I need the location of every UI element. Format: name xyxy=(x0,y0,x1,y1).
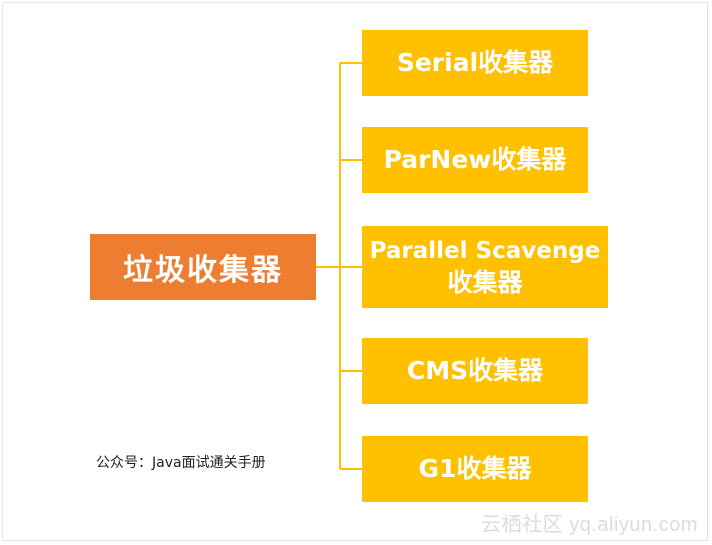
child-node-parnew: ParNew收集器 xyxy=(362,127,588,193)
child-node-label-line2: 收集器 xyxy=(447,268,523,297)
child-node-cms: CMS收集器 xyxy=(362,338,588,404)
root-node-label: 垃圾收集器 xyxy=(123,253,283,288)
child-node-parallel-scavenge: Parallel Scavenge 收集器 xyxy=(362,226,608,308)
child-node-label: Serial收集器 xyxy=(396,48,554,77)
caption-text: 公众号：Java面试通关手册 xyxy=(96,455,266,471)
child-node-serial: Serial收集器 xyxy=(362,30,588,96)
child-node-label: ParNew收集器 xyxy=(383,145,567,174)
child-node-label-line1: Parallel Scavenge xyxy=(369,238,601,264)
child-node-label: CMS收集器 xyxy=(406,356,544,385)
child-node-label: G1收集器 xyxy=(418,454,532,483)
root-node-garbage-collector: 垃圾收集器 xyxy=(90,234,316,300)
child-node-g1: G1收集器 xyxy=(362,436,588,502)
watermark-text: 云栖社区 yq.aliyun.com xyxy=(481,514,698,536)
